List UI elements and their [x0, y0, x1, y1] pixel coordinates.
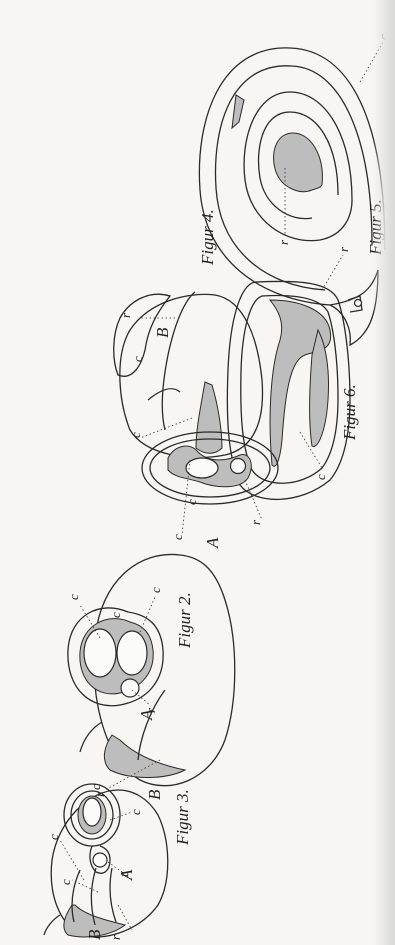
label-fig2-b: B	[145, 789, 164, 800]
label-fig3-c3: c	[128, 809, 143, 815]
label-fig4-b: B	[153, 327, 172, 338]
page-edge-shadow	[373, 0, 395, 945]
label-fig4-r2: r	[248, 519, 263, 525]
label-fig4-c3: c	[170, 534, 185, 540]
label-fig6-c: c	[313, 474, 328, 480]
label-fig2-r1: r	[143, 707, 158, 713]
label-fig4-c2: c	[130, 356, 145, 362]
label-fig4-c1: c	[128, 432, 143, 438]
caption-figur-2: Figur 2.	[175, 592, 194, 649]
label-fig3-c2: c	[58, 879, 73, 885]
label-fig2-c3: c	[148, 587, 163, 593]
label-fig4-c4: c	[184, 499, 199, 505]
label-fig5-r: r	[276, 239, 291, 245]
label-fig3-c1: c	[46, 834, 61, 840]
label-fig4-r1: r	[118, 312, 133, 318]
caption-figur-4: Figur 4.	[198, 209, 217, 266]
label-fig3-b: B	[85, 929, 104, 940]
caption-figur-6: Figur 6.	[340, 384, 359, 441]
label-fig4-a: A	[203, 537, 222, 549]
caption-figur-3: Figur 3.	[173, 789, 192, 846]
label-fig6-r: r	[336, 246, 351, 252]
label-fig2-c1: c	[108, 612, 123, 618]
label-fig2-c2: c	[66, 594, 81, 600]
label-fig3-c4: c	[88, 784, 103, 790]
